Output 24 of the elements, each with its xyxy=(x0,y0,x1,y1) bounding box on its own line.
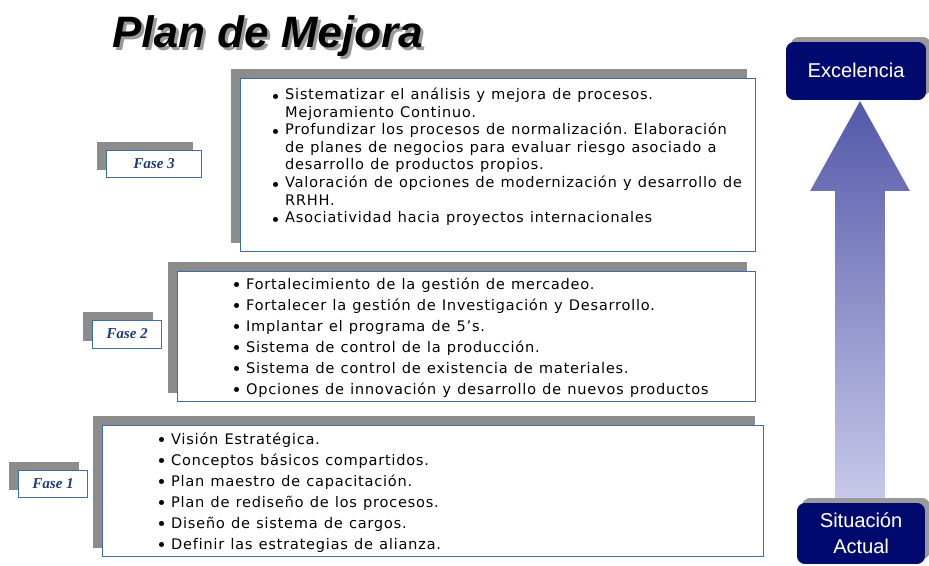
bullet-item: Plan maestro de capacitación. xyxy=(157,471,657,492)
bullet-item: Asociatividad hacia proyectos internacionales xyxy=(271,209,751,227)
bullet-item: Profundizar los procesos de normalización. Elaboración de planes de negocios para evaluar riesgo asociado a desarrollo de productos propios. xyxy=(271,121,751,174)
bullet-item: Definir las estrategias de alianza. xyxy=(157,534,657,555)
bullet-item: Sistema de control de la producción. xyxy=(232,337,752,358)
bullet-item: Valoración de opciones de modernización y desarrollo de RRHH. xyxy=(271,174,751,210)
phase-label: Fase 3 xyxy=(133,156,175,172)
bullet-item: Diseño de sistema de cargos. xyxy=(157,513,657,534)
stage-box xyxy=(797,503,925,564)
phase-label: Fase 2 xyxy=(106,326,148,343)
stage-label: Excelencia xyxy=(808,59,904,84)
bullet-item: Visión Estratégica. xyxy=(157,429,657,450)
bullet-item: Sistematizar el análisis y mejora de procesos. Mejoramiento Continuo. xyxy=(271,86,751,122)
bullet-item: Sistema de control de existencia de materiales. xyxy=(232,358,752,379)
stage-label: Situación Actual xyxy=(818,508,904,560)
bullet-item: Fortalecimiento de la gestión de mercadeo. xyxy=(232,274,752,295)
title: Plan de Mejora xyxy=(112,8,423,58)
bullet-item: Conceptos básicos compartidos. xyxy=(157,450,657,471)
bullet-item: Opciones de innovación y desarrollo de nuevos productos xyxy=(232,379,752,400)
bullet-item: Fortalecer la gestión de Investigación y Desarrollo. xyxy=(232,295,752,316)
phase-label: Fase 1 xyxy=(32,476,74,492)
bullet-item: Implantar el programa de 5’s. xyxy=(232,316,752,337)
stage-box xyxy=(786,42,926,100)
bullet-item: Plan de rediseño de los procesos. xyxy=(157,492,657,513)
